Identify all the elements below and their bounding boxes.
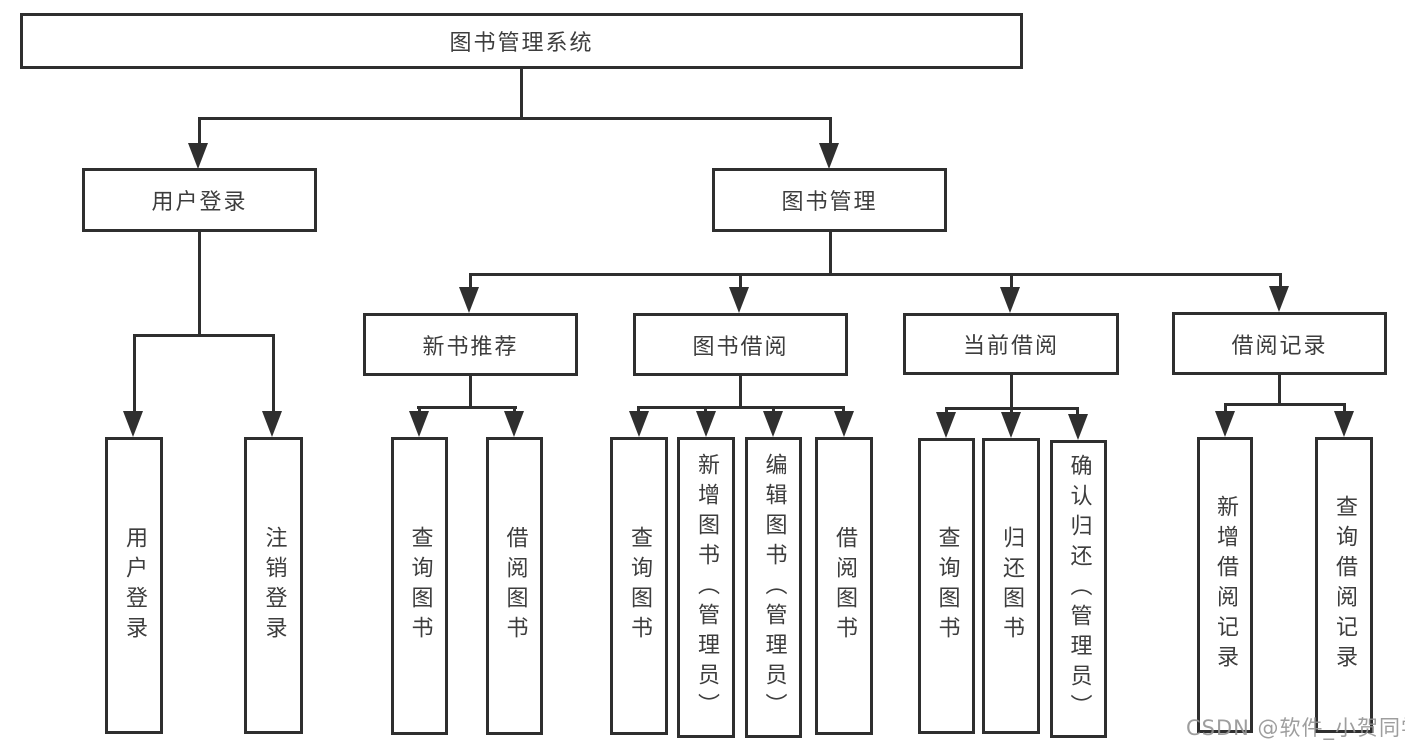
node-borrow-edit-book-admin: 编辑图书（管理员） — [745, 437, 802, 738]
node-borrow-borrow-book: 借阅图书 — [815, 437, 873, 735]
connector-new-book-stem — [469, 376, 472, 408]
node-label: 新增图书（管理员） — [694, 452, 719, 723]
node-records-add-record: 新增借阅记录 — [1197, 437, 1253, 733]
connector-drop-new-book — [469, 273, 472, 289]
connector-drop-records — [1279, 273, 1282, 289]
arrowhead-bb-query — [629, 411, 649, 437]
node-leaf-user-login: 用户登录 — [105, 437, 163, 734]
connector-records-stem — [1278, 375, 1281, 405]
node-current-query-book: 查询图书 — [918, 438, 975, 734]
node-label: 查询借阅记录 — [1332, 495, 1357, 675]
connector-drop-bb-edit — [772, 406, 775, 411]
arrowhead-cb-confirm — [1068, 414, 1088, 440]
node-recommend-query-book: 查询图书 — [391, 437, 448, 735]
arrowhead-leaf-logout — [262, 411, 282, 437]
connector-user-login-rail — [133, 334, 275, 337]
connector-drop-cb-query — [945, 407, 948, 412]
connector-drop-bb-add — [704, 406, 707, 411]
node-label: 查询图书 — [627, 526, 652, 646]
arrowhead-new-book — [459, 287, 479, 313]
node-book-borrow: 图书借阅 — [633, 313, 848, 376]
arrowhead-bb-borrow — [834, 411, 854, 437]
node-label: 借阅图书 — [502, 526, 528, 646]
arrowhead-cb-return — [1001, 412, 1021, 438]
node-label: 新增借阅记录 — [1213, 495, 1238, 675]
arrowhead-bb-add — [696, 411, 716, 437]
node-library-system: 图书管理系统 — [20, 13, 1023, 69]
node-label: 图书管理 — [781, 190, 878, 215]
arrowhead-rec-borrow — [504, 411, 524, 437]
connector-drop-borrow — [739, 273, 742, 289]
node-label: 用户登录 — [151, 190, 248, 215]
node-current-return-book: 归还图书 — [982, 438, 1040, 734]
node-borrow-add-book-admin: 新增图书（管理员） — [677, 437, 735, 738]
connector-drop-leaf-logout — [272, 334, 275, 411]
connector-drop-bb-query — [637, 406, 640, 411]
arrowhead-current — [1000, 287, 1020, 313]
node-label: 编辑图书（管理员） — [761, 452, 787, 723]
connector-drop-br-add — [1224, 403, 1227, 411]
arrowhead-records — [1269, 286, 1289, 312]
node-label: 图书管理系统 — [449, 31, 594, 56]
node-label: 当前借阅 — [962, 334, 1059, 359]
node-borrow-query-book: 查询图书 — [610, 437, 668, 735]
connector-user-login-stem — [198, 232, 201, 336]
node-label: 借阅图书 — [832, 526, 857, 646]
node-current-borrow: 当前借阅 — [903, 313, 1119, 375]
node-records-query-record: 查询借阅记录 — [1315, 437, 1373, 733]
connector-new-book-rail — [417, 406, 517, 409]
connector-borrow-stem — [739, 376, 742, 408]
arrowhead-cb-query — [936, 412, 956, 438]
csdn-watermark: CSDN @软件_小贺同学 — [1186, 716, 1405, 740]
connector-drop-rec-query — [418, 406, 421, 411]
node-label: 归还图书 — [999, 526, 1024, 646]
connector-drop-user-login — [198, 117, 201, 145]
arrowhead-user-login — [188, 143, 208, 169]
node-label: 查询图书 — [934, 526, 960, 646]
connector-drop-rec-borrow — [513, 406, 516, 411]
node-label: 注销登录 — [261, 525, 287, 646]
node-book-management: 图书管理 — [712, 168, 947, 232]
node-new-book-recommend: 新书推荐 — [363, 313, 578, 376]
connector-borrow-rail — [637, 406, 845, 409]
node-label: 图书借阅 — [692, 334, 789, 360]
connector-root-stem — [520, 69, 523, 119]
arrowhead-rec-query — [409, 411, 429, 437]
connector-level2-rail — [198, 117, 832, 120]
connector-drop-bb-borrow — [842, 406, 845, 411]
node-leaf-logout: 注销登录 — [244, 437, 303, 734]
arrowhead-br-query — [1334, 411, 1354, 437]
node-current-confirm-return-admin: 确认归还（管理员） — [1050, 440, 1107, 738]
arrowhead-borrow — [729, 287, 749, 313]
node-label: 新书推荐 — [422, 334, 519, 360]
node-label: 借阅记录 — [1231, 333, 1328, 359]
arrowhead-bb-edit — [763, 411, 783, 437]
arrowhead-book-mgmt — [819, 143, 839, 169]
node-user-login: 用户登录 — [82, 168, 317, 232]
node-label: 确认归还（管理员） — [1066, 454, 1092, 724]
node-borrow-records: 借阅记录 — [1172, 312, 1387, 375]
connector-drop-br-query — [1343, 403, 1346, 411]
connector-records-rail — [1224, 403, 1346, 406]
node-label: 查询图书 — [407, 526, 433, 646]
node-recommend-borrow-book: 借阅图书 — [486, 437, 543, 735]
connector-drop-current — [1010, 273, 1013, 289]
node-label: 用户登录 — [122, 525, 147, 646]
arrowhead-leaf-user-login — [123, 411, 143, 437]
connector-drop-leaf-user-login — [133, 334, 136, 411]
connector-drop-cb-return — [1010, 407, 1013, 412]
connector-drop-book-mgmt — [829, 117, 832, 145]
connector-book-mgmt-stem — [829, 232, 832, 275]
connector-drop-cb-confirm — [1076, 407, 1079, 414]
connector-current-stem — [1010, 375, 1013, 409]
connector-level3-rail — [469, 273, 1282, 276]
arrowhead-br-add — [1215, 411, 1235, 437]
